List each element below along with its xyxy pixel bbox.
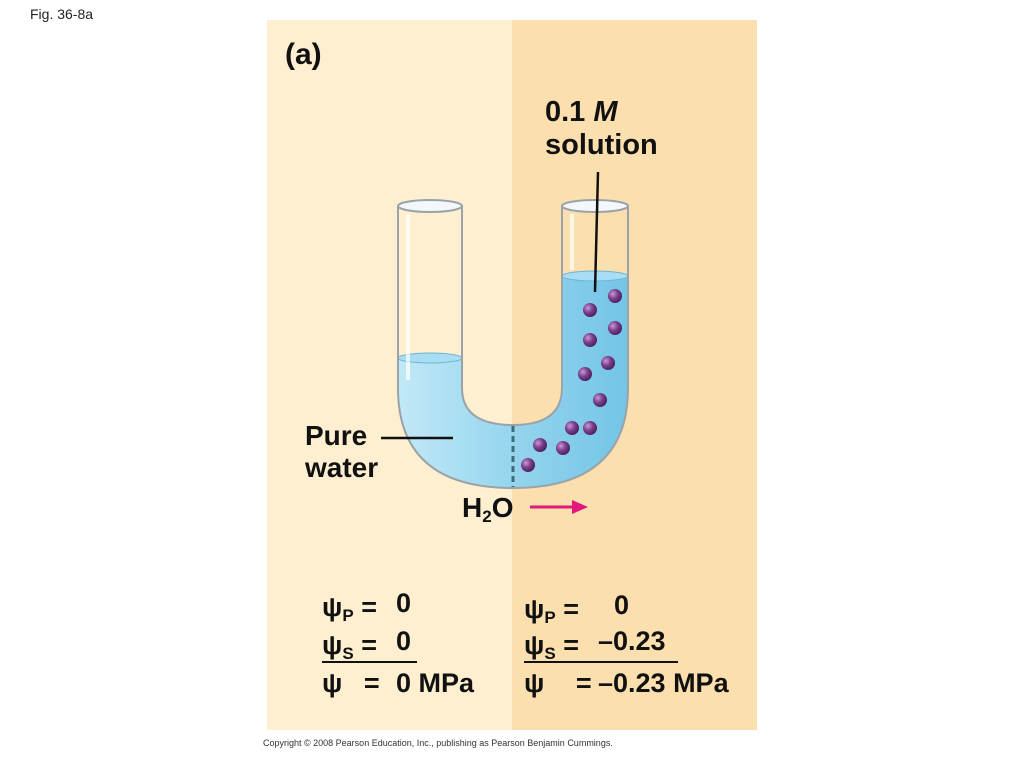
equals-sign: = [361,592,377,622]
equals-sign: = [363,668,380,698]
right-solute-value: –0.23 [598,626,666,656]
solute-molecule [565,421,579,435]
psi-subscript: P [544,608,556,627]
solution-word: solution [545,129,658,162]
molarity-unit: M [593,96,618,128]
solute-molecule [601,356,615,370]
pure-water-side-background [267,20,512,730]
solute-molecule [583,303,597,317]
equals-sign: = [575,668,592,698]
psi-symbol: ψ [524,668,545,698]
pure-water-line2: water [305,452,379,484]
solute-molecule [583,333,597,347]
water-label-h: H [462,492,483,523]
water-flow-arrow [530,500,588,514]
solute-molecule [521,458,535,472]
left-water-potential: ψ = [322,670,380,697]
right-tube-mouth [561,199,629,213]
water-molecule-label: H2O [462,492,513,527]
water-label-o: O [491,492,514,523]
equals-sign: = [361,630,377,660]
solute-molecule [583,421,597,435]
figure-label: Fig. 36-8a [30,6,94,22]
u-tube-glass [397,206,629,490]
left-pressure-potential: ψP = [322,592,377,625]
solution-side-background [512,20,757,730]
pure-water-label: Pure water [305,420,378,484]
left-pressure-value: 0 [396,588,412,618]
right-pressure-value: 0 [614,590,630,620]
left-tube-mouth [397,199,463,213]
psi-subscript: P [342,606,354,625]
panel-letter: (a) [285,38,322,71]
solution-label: 0.1 M solution [545,96,658,163]
equals-sign: = [563,630,579,660]
solute-molecules [521,289,622,472]
solution-concentration: 0.1 [545,96,586,128]
psi-symbol: ψ [524,594,545,624]
water-fill [398,276,628,488]
left-solute-value: 0 [396,626,412,656]
left-solute-potential: ψS = [322,630,377,663]
solute-molecule [608,321,622,335]
solution-leader-line [593,171,600,293]
right-water-potential: ψ = [524,670,592,697]
right-pressure-potential: ψP = [524,594,579,627]
psi-subscript: S [544,644,556,663]
solute-molecule [608,289,622,303]
psi-symbol: ψ [322,630,343,660]
water-label-subscript: 2 [482,507,492,526]
solute-molecule [556,441,570,455]
psi-symbol: ψ [524,630,545,660]
right-water-potential-value: –0.23 MPa [598,668,729,698]
right-solute-potential: ψS = [524,630,579,663]
solute-molecule [533,438,547,452]
figure-panel [267,20,757,730]
psi-symbol: ψ [322,668,343,698]
psi-symbol: ψ [322,592,343,622]
solute-molecule [578,367,592,381]
equals-sign: = [563,594,579,624]
left-water-potential-value: 0 MPa [396,668,475,698]
copyright-notice: Copyright © 2008 Pearson Education, Inc.… [263,738,613,748]
pure-water-line1: Pure [305,420,368,451]
psi-subscript: S [342,644,354,663]
solute-molecule [593,393,607,407]
